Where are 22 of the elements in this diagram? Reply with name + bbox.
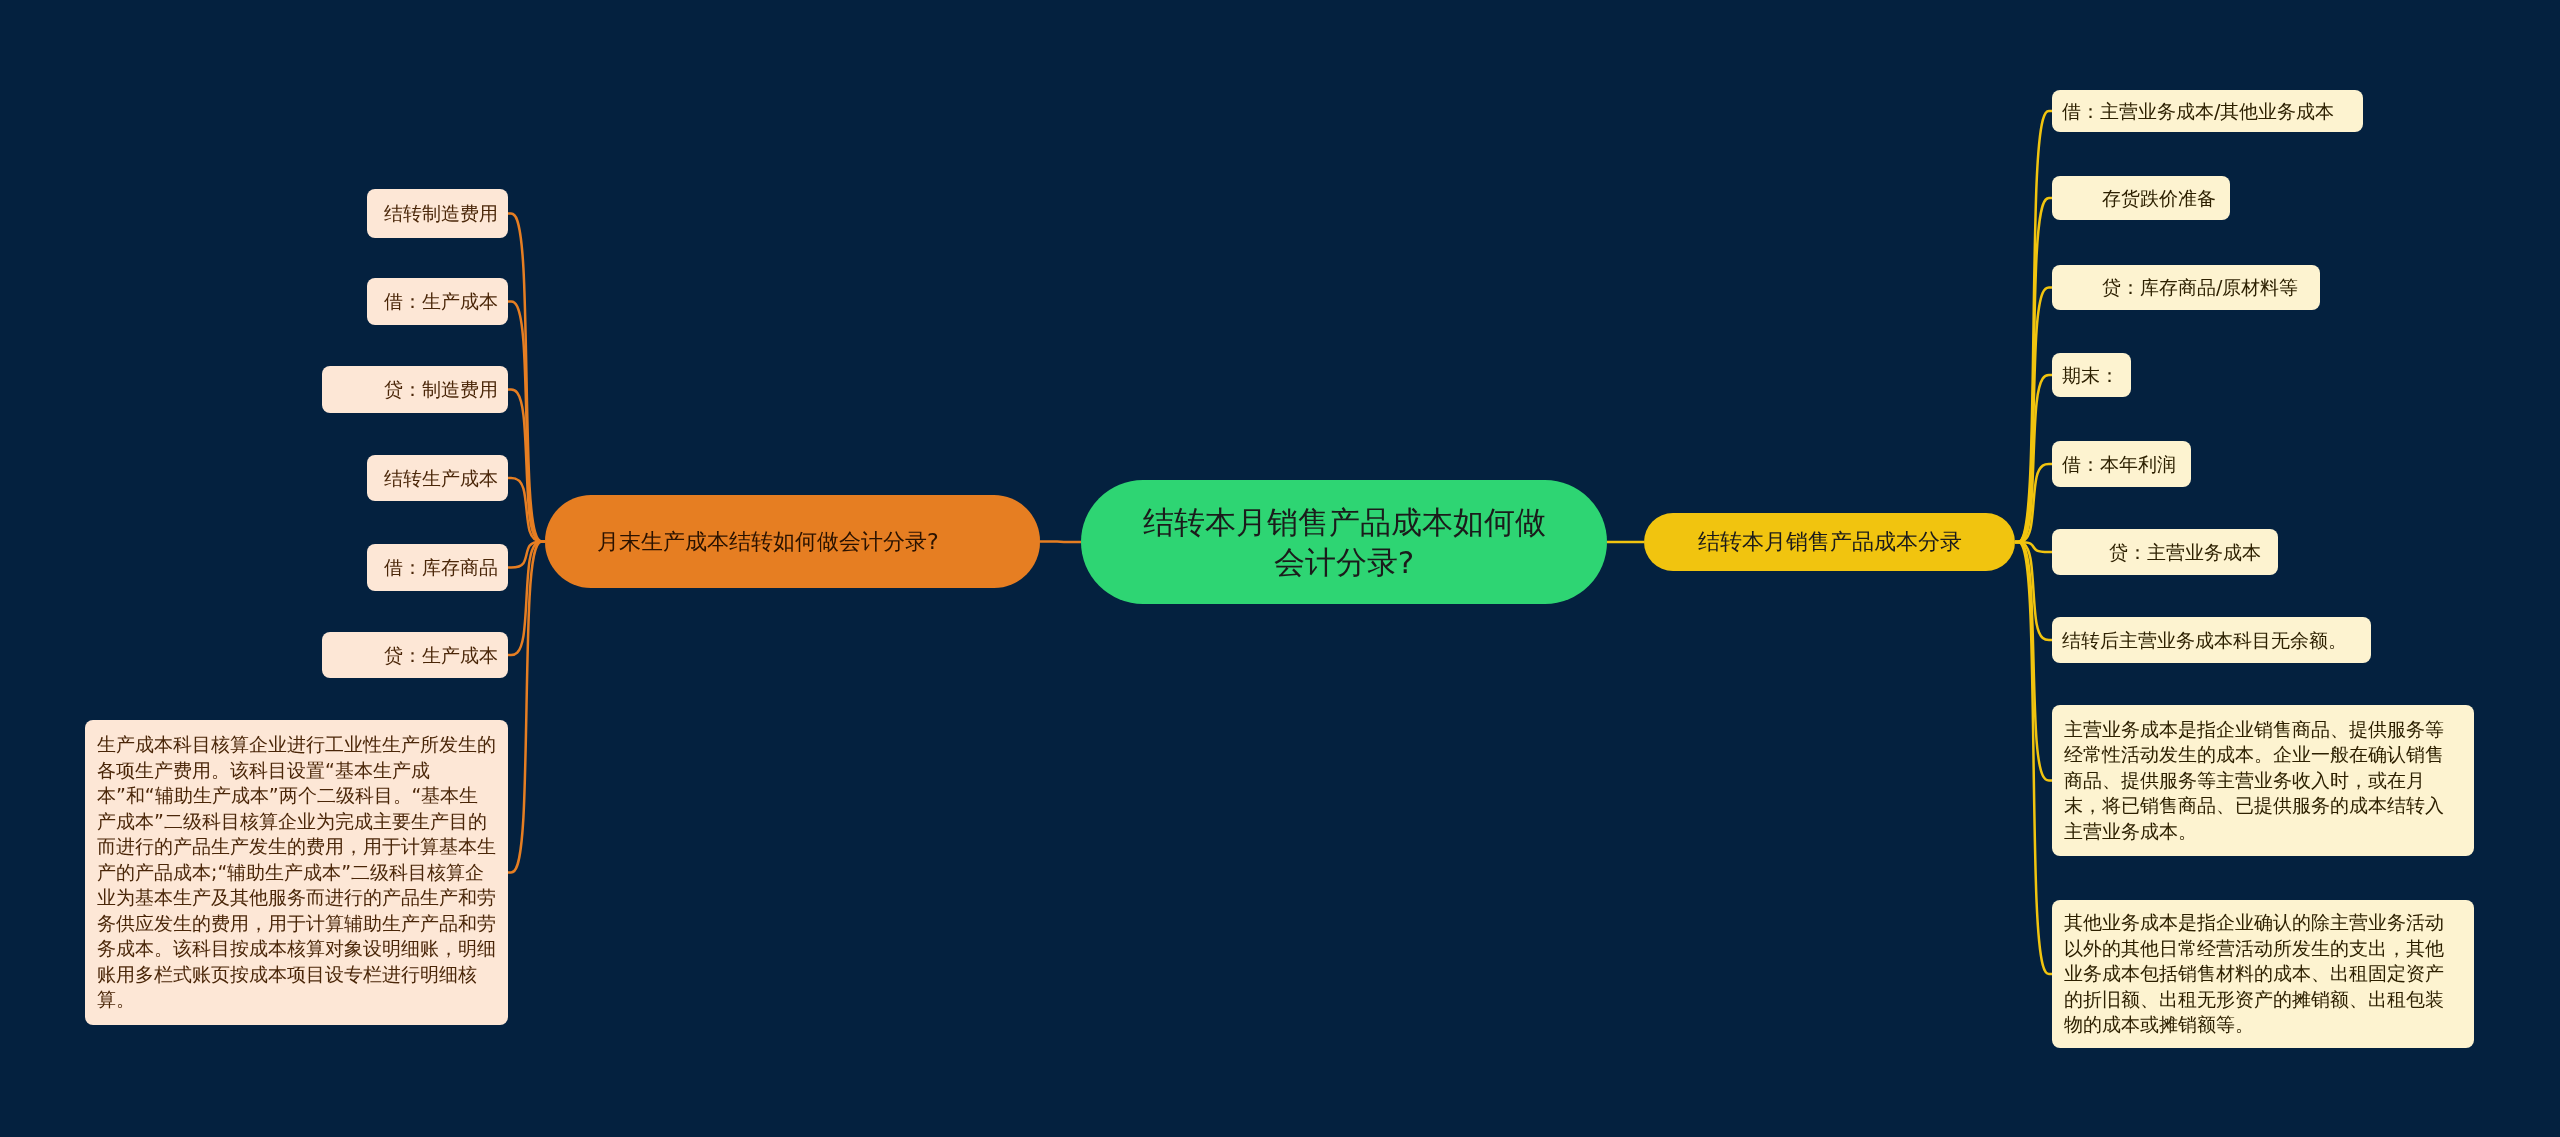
leaf-node: 借：主营业务成本/其他业务成本 [2052,90,2363,132]
connector-line [2014,540,2053,976]
central-topic: 结转本月销售产品成本如何做会计分录? [1081,480,1607,604]
leaf-node: 存货跌价准备 [2052,176,2230,220]
note-node: 生产成本科目核算企业进行工业性生产所发生的各项生产费用。该科目设置“基本生产成本”和“辅助生产成本”两个二级科目。“基本生产成本”二级科目核算企业为完成主要生产目的而进行的产品生产发生的费用，用于计算基本生产的产品成本;“辅助生产成本”二级科目核算企业为基本生产及其他服务而进行的产品生产和劳务供应发生的费用，用于计算辅助生产产品和劳务成本。该科目按成本核算对象设明细账，明细账用多栏式账页按成本项目设专栏进行明细核算。 [85,720,508,1025]
branch-topic: 月末生产成本结转如何做会计分录? [545,495,1040,588]
leaf-node: 借：库存商品 [367,544,508,591]
leaf-node: 借：本年利润 [2052,441,2191,487]
leaf-node: 贷：主营业务成本 [2052,529,2278,575]
leaf-node: 结转后主营业务成本科目无余额。 [2052,617,2371,663]
leaf-node: 贷：生产成本 [322,632,508,678]
leaf-node: 贷：制造费用 [322,366,508,413]
branch-topic: 结转本月销售产品成本分录 [1644,513,2015,571]
connector-line [1040,540,1081,544]
leaf-node: 贷：库存商品/原材料等 [2052,265,2320,310]
leaf-node: 结转制造费用 [367,189,508,238]
connector-line [1607,540,1644,544]
leaf-node: 借：生产成本 [367,278,508,325]
note-node: 其他业务成本是指企业确认的除主营业务活动以外的其他日常经营活动所发生的支出，其他业务成本包括销售材料的成本、出租固定资产的折旧额、出租无形资产的摊销额、出租包装物的成本或摊销额等。 [2052,900,2474,1048]
leaf-node: 期末： [2052,353,2131,397]
leaf-node: 结转生产成本 [367,455,508,501]
note-node: 主营业务成本是指企业销售商品、提供服务等经常性活动发生的成本。企业一般在确认销售商品、提供服务等主营业务收入时，或在月末，将已销售商品、已提供服务的成本结转入主营业务成本。 [2052,705,2474,856]
